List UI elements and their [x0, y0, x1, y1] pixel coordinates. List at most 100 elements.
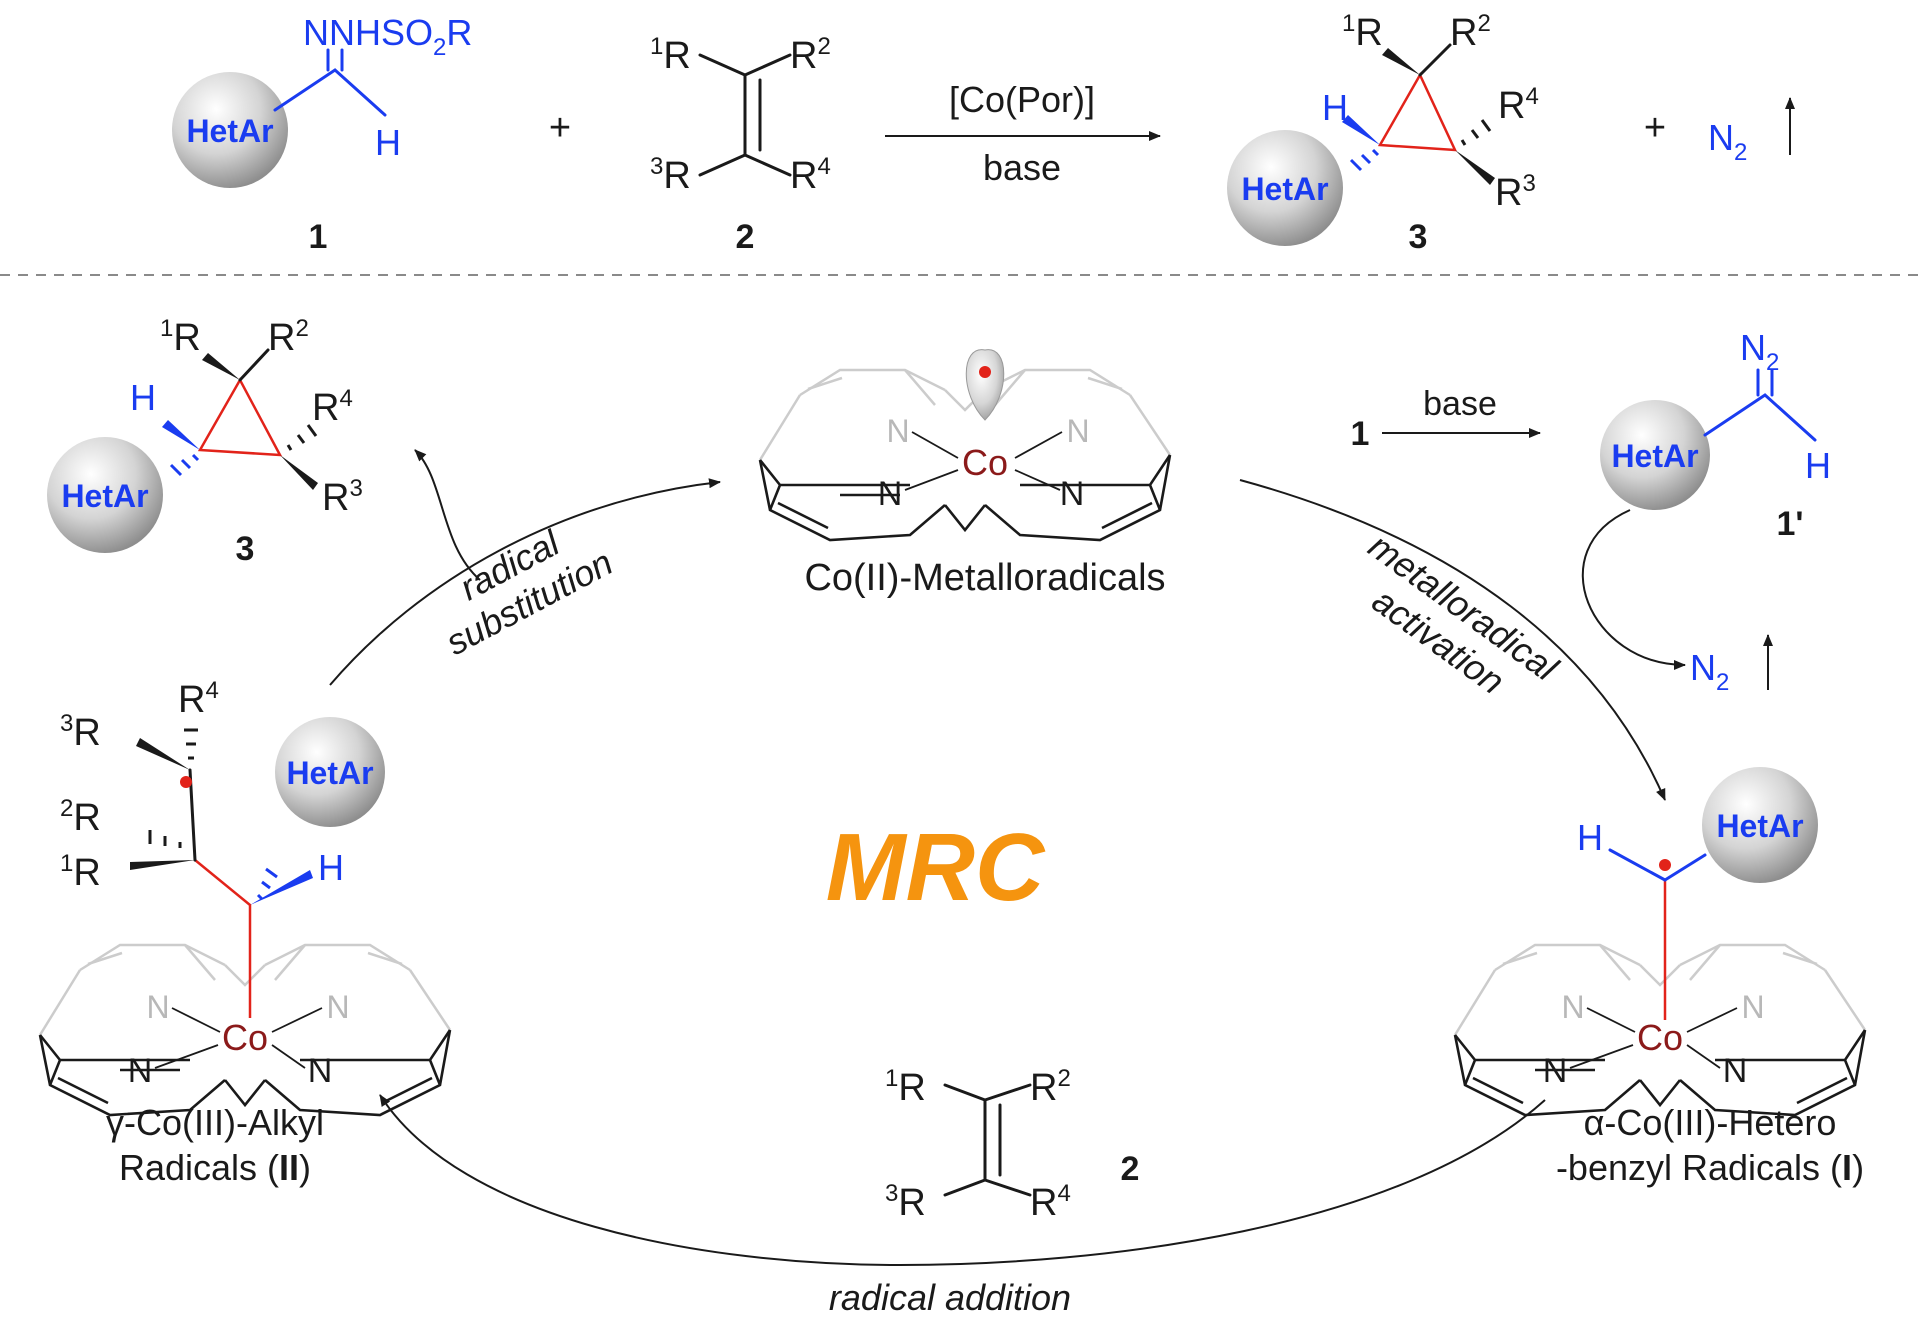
svg-text:3: 3: [236, 530, 255, 568]
svg-text:H: H: [1805, 445, 1831, 486]
diazo-formation: 1 base HetAr N2 H 1': [1351, 327, 1831, 543]
r3-label: R3: [1495, 170, 1536, 214]
svg-text:N: N: [1741, 989, 1764, 1025]
compound-3-cyclopropane: HetAr H 1R R2 R4 R3 3: [1227, 10, 1539, 256]
arrow-radical-substitution: [329, 478, 721, 686]
arrow-n2-release: [1581, 509, 1686, 670]
svg-text:α-Co(III)-Hetero: α-Co(III)-Hetero: [1584, 1102, 1837, 1143]
svg-text:HetAr: HetAr: [286, 755, 373, 791]
co-ii-metalloradical: N N Co N N Co(II)-Metalloradicals: [758, 349, 1172, 599]
svg-text:R4: R4: [178, 677, 219, 721]
alpha-co-iii-heterobenzyl-radical: N N Co N N H HetAr α-Co(III)-Hetero -ben…: [1453, 767, 1867, 1188]
svg-text:H: H: [130, 377, 156, 418]
nitrogen-gas: N2: [1708, 97, 1795, 166]
r3-label: 3R: [650, 153, 691, 197]
compound-3-number: 3: [1409, 218, 1428, 256]
r1-label: 1R: [650, 33, 691, 77]
hashed-bond: [184, 728, 198, 760]
mrc-label: MRC: [826, 814, 1046, 921]
r1-label: 1R: [1342, 10, 1383, 54]
svg-text:N2: N2: [1708, 117, 1747, 166]
radical-dot: [979, 366, 991, 378]
svg-text:N: N: [886, 413, 909, 449]
hashed-bond: [148, 830, 182, 848]
svg-text:2R: 2R: [60, 795, 101, 839]
svg-text:N2: N2: [1690, 647, 1729, 696]
compound-1-number: 1: [309, 218, 328, 256]
svg-text:HetAr: HetAr: [61, 478, 148, 514]
svg-text:3R: 3R: [885, 1180, 926, 1224]
svg-text:1: 1: [1351, 415, 1370, 453]
base-label: base: [983, 147, 1061, 188]
arrow-metalloradical-activation: [1239, 479, 1666, 801]
hashed-bond: [169, 453, 200, 477]
hashed-bond: [1349, 148, 1380, 172]
svg-text:N: N: [1723, 1052, 1748, 1090]
top-reaction: HetAr NNHSO2R H 1 + 1R R2 3R R4 2 [Co(Po…: [172, 10, 1795, 256]
hetar-sphere: [1600, 400, 1710, 510]
svg-text:R2: R2: [1030, 1065, 1071, 1109]
svg-text:1R: 1R: [885, 1065, 926, 1109]
svg-text:H: H: [318, 847, 344, 888]
plus-sign: +: [549, 107, 571, 149]
svg-text:1R: 1R: [160, 315, 201, 359]
svg-text:H: H: [1577, 817, 1603, 858]
radical-dot: [180, 776, 192, 788]
nitrogen-gas-release: N2: [1690, 634, 1773, 696]
catalyst-label: [Co(Por)]: [949, 79, 1095, 120]
alkene-2-bottom: 1R R2 3R R4 2: [885, 1065, 1139, 1224]
svg-text:HetAr: HetAr: [1611, 438, 1698, 474]
svg-text:Radicals (II): Radicals (II): [119, 1147, 311, 1188]
svg-text:R2: R2: [268, 315, 309, 359]
svg-text:N2: N2: [1740, 327, 1779, 376]
cobalt-label: Co: [962, 442, 1008, 483]
svg-text:Co: Co: [1637, 1017, 1683, 1058]
svg-text:2: 2: [1121, 1150, 1140, 1188]
arrow-product-release: [414, 449, 481, 581]
compound-1-hydrazone: HetAr NNHSO2R H 1: [172, 12, 472, 256]
svg-text:N: N: [878, 475, 903, 513]
plus-sign: +: [1644, 107, 1666, 149]
hetar-sphere: [172, 72, 288, 188]
svg-text:N: N: [1066, 413, 1089, 449]
catalytic-cycle: MRC N N Co N N Co(II)-Metalloradicals ra…: [38, 315, 1867, 1318]
svg-text:N: N: [1543, 1052, 1568, 1090]
svg-text:Co: Co: [222, 1017, 268, 1058]
r4-label: R4: [790, 153, 831, 197]
hetar-sphere: [47, 437, 163, 553]
hashed-bond: [1460, 119, 1492, 146]
arrow-radical-addition: [379, 1094, 1546, 1267]
svg-text:N: N: [1060, 475, 1085, 513]
svg-text:R4: R4: [1030, 1180, 1071, 1224]
radical-dot: [1659, 859, 1671, 871]
svg-text:R4: R4: [312, 385, 353, 429]
svg-text:N: N: [128, 1052, 153, 1090]
svg-text:N: N: [308, 1052, 333, 1090]
hetar-label: HetAr: [1241, 171, 1328, 207]
hetar-label: HetAr: [186, 113, 273, 149]
hydrogen-label: H: [1322, 87, 1348, 128]
product-3-cyclopropane: HetAr H 1R R2 R4 R3 3: [47, 315, 363, 568]
svg-text:base: base: [1423, 385, 1497, 423]
svg-text:3R: 3R: [60, 710, 101, 754]
svg-text:HetAr: HetAr: [1716, 808, 1803, 844]
r4-label: R4: [1498, 83, 1539, 127]
hetar-sphere: [1702, 767, 1818, 883]
svg-text:1': 1': [1777, 505, 1804, 543]
svg-text:N: N: [1561, 989, 1584, 1025]
hashed-bond: [286, 424, 318, 451]
hydrogen-label: H: [375, 122, 401, 163]
hetar-sphere: [1227, 130, 1343, 246]
hetar-sphere: [275, 717, 385, 827]
hashed-bond: [256, 867, 278, 901]
hydrazone-group: NNHSO2R: [303, 12, 472, 61]
r2-label: R2: [1450, 10, 1491, 54]
svg-text:R3: R3: [322, 475, 363, 519]
compound-2-number: 2: [736, 218, 755, 256]
compound-2-alkene: 1R R2 3R R4 2: [650, 33, 831, 256]
r2-label: R2: [790, 33, 831, 77]
svg-text:N: N: [146, 989, 169, 1025]
svg-text:γ-Co(III)-Alkyl: γ-Co(III)-Alkyl: [106, 1102, 324, 1143]
reaction-arrow: [Co(Por)] base: [885, 79, 1161, 188]
